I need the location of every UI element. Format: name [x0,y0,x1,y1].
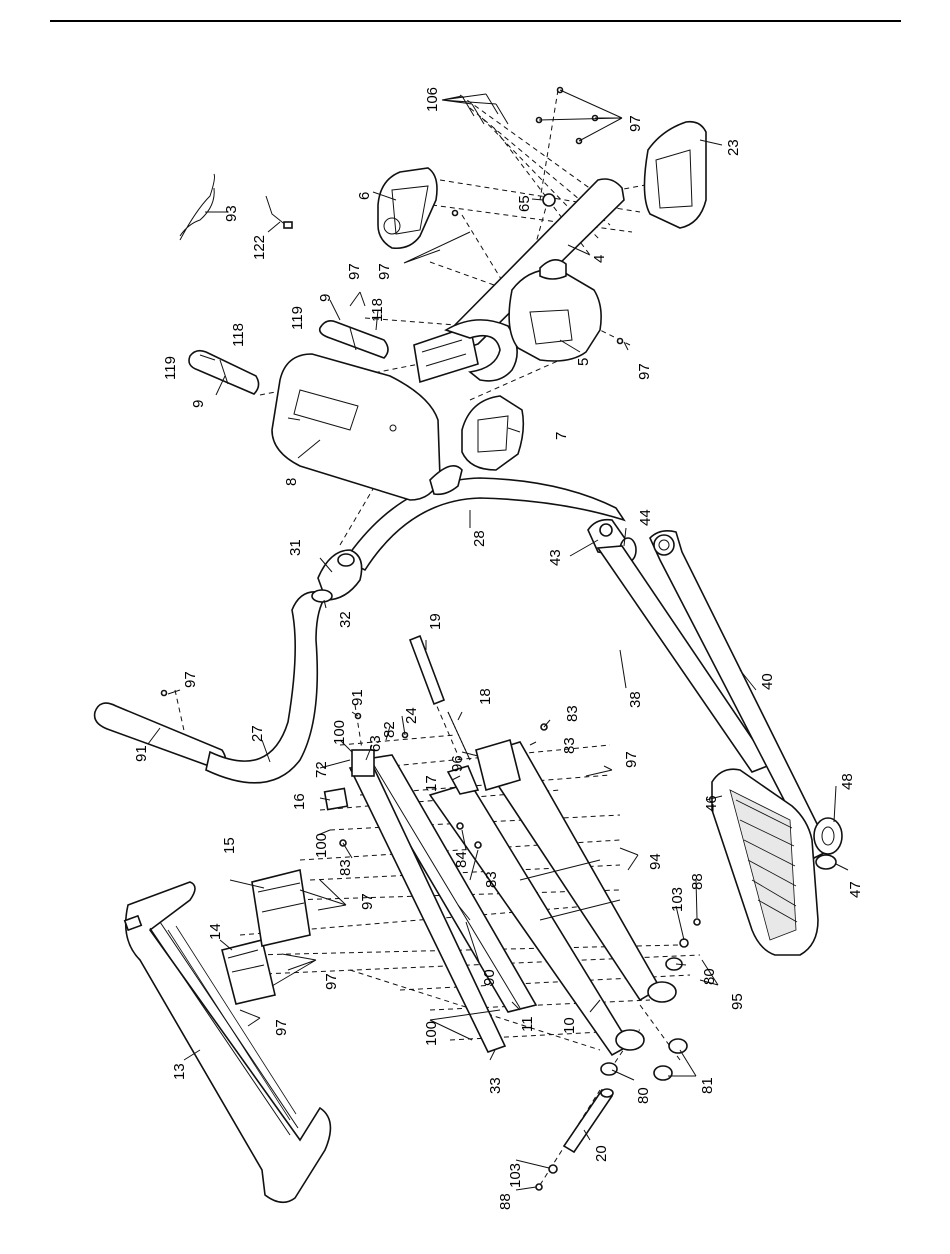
callout-83: 24 [403,707,420,724]
callout-44: 44 [637,509,654,526]
callout-63: 63 [367,735,384,752]
callout-24: 91 [133,745,150,762]
callout-103: 103 [507,1163,524,1188]
callout-97: 97 [636,363,653,380]
callout-103: 103 [669,887,686,912]
callout-9: 9 [190,400,207,408]
callout-48: 48 [839,773,856,790]
callout-80: 80 [701,968,718,985]
callout-8: 8 [283,478,300,486]
callout-6: 6 [356,192,373,200]
callout-19: 19 [427,613,444,630]
part-32-bushing [312,590,332,602]
callout-9: 9 [317,294,334,302]
part-14-cover [222,940,275,1004]
callout-15: 15 [221,837,238,854]
callout-91: 72 [313,761,330,778]
callout-91: 91 [349,689,366,706]
callout-100: 100 [313,833,330,858]
callout-14: 14 [207,923,224,940]
callout-32: 32 [337,611,354,628]
callout-81: 81 [699,1077,716,1094]
callout-96: 83 [561,737,578,754]
callout-97: 97 [323,973,340,990]
callout-97: 97 [346,263,363,280]
callout-80: 80 [635,1087,652,1104]
callout-95: 95 [729,993,746,1010]
callout-17: 17 [423,775,440,792]
part-19-rod [410,636,444,704]
callout-118: 118 [369,298,386,322]
part-23-cover [644,122,706,228]
callout-97: 97 [623,751,640,768]
callout-88: 88 [497,1193,514,1210]
callout-118: 118 [230,323,247,347]
callout-94: 94 [647,853,664,870]
callout-10: 10 [561,1017,578,1034]
callout-122: 122 [251,235,268,260]
callout-83: 83 [483,871,500,888]
callout-5: 5 [575,358,592,366]
callout-18: 18 [477,688,494,705]
callout-20: 20 [593,1145,610,1162]
part-106-bolts [462,94,508,124]
callout-97: 97 [273,1019,290,1036]
part-93-wire [180,174,215,240]
callout-97: 97 [376,263,393,280]
part-20-axle [564,1089,613,1152]
part-24-handle [95,703,226,770]
callout-23: 23 [725,139,742,156]
callout-100: 100 [331,720,348,745]
part-65-knob [543,194,555,206]
callout-7: 7 [553,432,570,440]
callout-72: 96 [449,755,466,772]
callout-84: 84 [453,851,470,868]
callout-46: 46 [703,795,720,812]
callout-13: 13 [171,1063,188,1080]
callout-106: 106 [424,87,441,112]
callout-97: 97 [627,115,644,132]
callout-100: 100 [423,1021,440,1046]
part-15-cover [252,870,310,946]
callout-43: 43 [547,549,564,566]
callout-38: 38 [627,691,644,708]
callout-28: 28 [471,530,488,547]
callout-31: 31 [287,539,304,556]
callout-83: 83 [337,859,354,876]
callout-97: 97 [182,671,199,688]
callout-33: 33 [487,1077,504,1094]
callout-27: 27 [249,725,266,742]
callout-4: 4 [591,255,608,263]
callout-119: 119 [162,356,179,380]
part-7-shroud [462,396,523,470]
part-9-grip-right [320,321,388,358]
callout-88: 88 [689,873,706,890]
callout-119: 119 [289,306,306,330]
callout-93: 93 [223,205,240,222]
callout-47: 47 [847,881,864,898]
callout-90: 90 [481,969,498,986]
callout-83: 83 [564,705,581,722]
part-63-bracket [352,750,374,776]
callout-65: 65 [516,195,533,212]
callout-11: 11 [519,1016,536,1032]
part-48-wheel [814,818,842,854]
part-9-grip-left [189,351,259,394]
part-16-bracket [325,788,348,809]
part-6-shroud [378,168,437,248]
callout-97: 97 [359,893,376,910]
part-47-wheel-cap [816,855,836,869]
callout-16: 16 [291,793,308,810]
callout-40: 40 [759,673,776,690]
